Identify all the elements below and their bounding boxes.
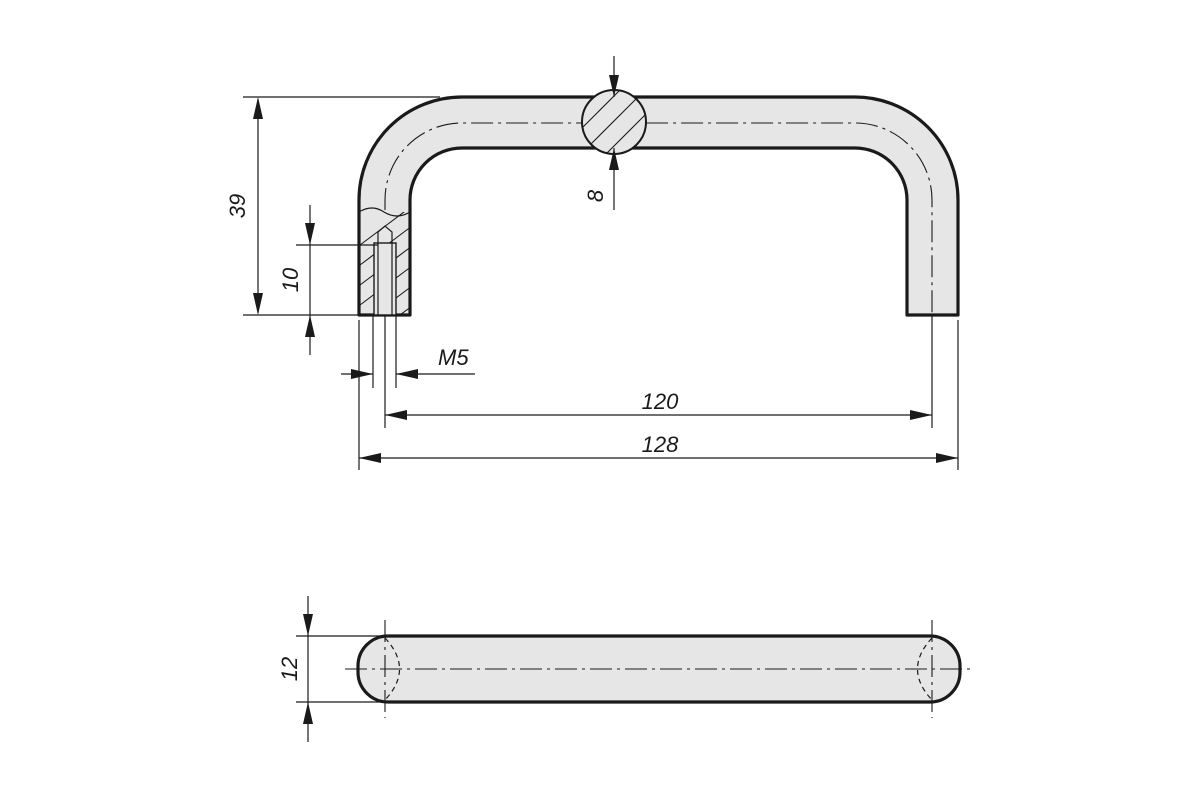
overall-length-label: 128 bbox=[642, 432, 679, 457]
thread-depth-label: 10 bbox=[278, 267, 303, 292]
dimension-hole-spacing: 120 bbox=[384, 315, 933, 428]
left-leg-section bbox=[358, 207, 411, 316]
handle-top-profile bbox=[356, 634, 962, 704]
drill-point bbox=[377, 225, 393, 243]
dimension-width: 12 bbox=[277, 596, 385, 742]
handle-centerline bbox=[384, 122, 933, 315]
dimension-height: 39 bbox=[225, 96, 440, 316]
hole-spacing-label: 120 bbox=[642, 389, 679, 414]
dimension-thread: M5 bbox=[341, 315, 475, 388]
break-line bbox=[358, 207, 411, 217]
thread-label: M5 bbox=[438, 345, 469, 370]
dimension-bar-diameter: 8 bbox=[583, 56, 619, 210]
dimension-thread-depth: 10 bbox=[278, 205, 378, 355]
threaded-bore bbox=[373, 242, 397, 316]
bar-diameter-label: 8 bbox=[583, 189, 608, 202]
height-label: 39 bbox=[225, 194, 250, 218]
width-label: 12 bbox=[277, 657, 302, 681]
handle-profile bbox=[357, 95, 960, 317]
dimension-overall-length: 128 bbox=[358, 320, 959, 470]
top-view: 12 bbox=[277, 596, 975, 742]
front-view: 39 10 M5 8 bbox=[225, 56, 960, 470]
